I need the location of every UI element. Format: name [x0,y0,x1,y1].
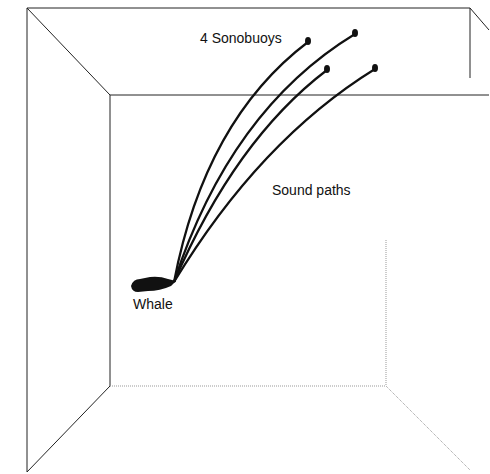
title-label: 4 Sonobuoys [200,31,282,46]
box-edge [110,95,111,386]
sonobuoy [305,37,311,45]
sound-path [174,34,355,282]
box-edge [470,8,489,30]
sonobuoy [372,64,378,72]
sound-path [174,69,375,282]
whale-label: Whale [133,297,173,312]
box-edge [470,8,471,78]
box-edge [110,386,386,387]
box-edge [386,240,387,386]
box-edge [27,8,470,9]
sonobuoy [352,29,358,37]
sonobuoy [324,65,330,73]
box-edge [27,386,110,472]
whale-icon [131,277,176,292]
box-edge [386,386,470,470]
box-edge [27,8,28,472]
box-edge [27,8,110,95]
path-label: Sound paths [272,183,351,198]
